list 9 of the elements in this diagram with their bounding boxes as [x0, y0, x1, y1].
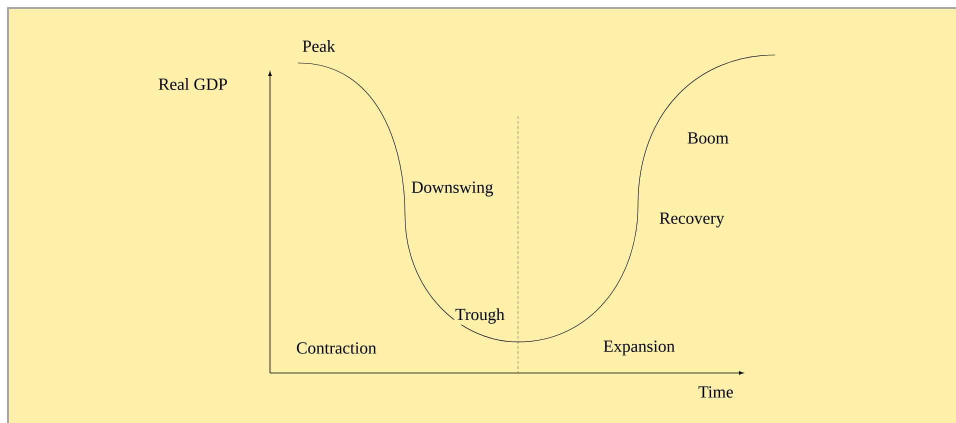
phase-label: Contraction [296, 342, 376, 354]
axis-label: Real GDP [158, 78, 227, 90]
phase-label: Expansion [604, 340, 675, 356]
phase-label: Trough [454, 307, 506, 325]
phase-label: Downswing [412, 182, 494, 196]
phase-label: Peak [302, 40, 336, 52]
axis-label: Time [698, 386, 733, 398]
phase-label: Boom [688, 132, 728, 144]
phase-label: Recovery [660, 212, 724, 228]
